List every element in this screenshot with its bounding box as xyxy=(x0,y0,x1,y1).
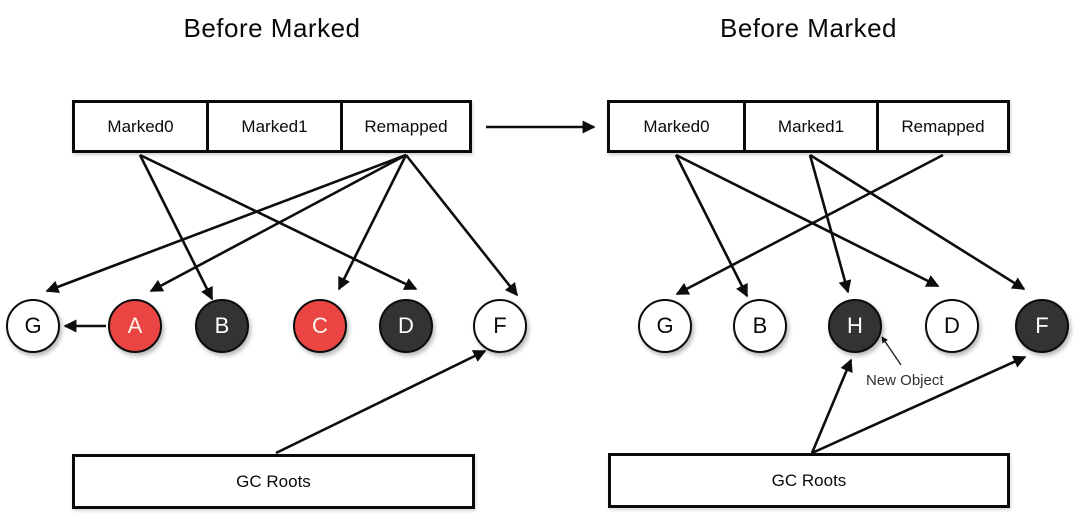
left-cell-remapped: Remapped xyxy=(340,103,469,150)
right-cell-marked0: Marked0 xyxy=(643,116,710,136)
node-d-left: D xyxy=(379,299,433,353)
edge-right-marked1-to-h xyxy=(808,154,852,294)
node-d-right: D xyxy=(925,299,979,353)
node-f-right: F xyxy=(1015,299,1069,353)
right-panel-title: Before Marked xyxy=(719,13,898,43)
left-gc-roots-box: GC Roots xyxy=(72,454,475,509)
node-c-left: C xyxy=(293,299,347,353)
edge-left-remapped-to-g xyxy=(45,153,407,294)
node-b-right: B xyxy=(733,299,787,353)
edge-left-remapped-to-c xyxy=(337,154,408,291)
node-g-left: G xyxy=(6,299,60,353)
node-f-left: F xyxy=(473,299,527,353)
node-g-right-label: G xyxy=(656,313,674,338)
node-h-right-label: H xyxy=(847,313,863,338)
new-object-annotation: New Object xyxy=(866,372,944,389)
right-pointer-box: Marked0 Marked1 Remapped xyxy=(607,100,1010,153)
right-cell-marked1: Marked1 xyxy=(743,103,876,150)
edge-left-marked0-to-d xyxy=(139,153,418,291)
node-a-left-label: A xyxy=(127,313,143,338)
left-pointer-box: Marked0 Marked1 Remapped xyxy=(72,100,472,153)
node-a-left: A xyxy=(108,299,162,353)
edge-left-gcroots-to-f xyxy=(275,349,487,455)
node-b-left-label: B xyxy=(214,313,230,338)
edge-left-marked0-to-b xyxy=(138,154,214,301)
right-cell-remapped: Remapped xyxy=(876,103,1007,150)
edge-right-remapped-to-g xyxy=(675,153,944,296)
node-g-right: G xyxy=(638,299,692,353)
left-cell-marked1: Marked1 xyxy=(206,103,340,150)
node-b-left: B xyxy=(195,299,249,353)
edge-annotation-to-h xyxy=(881,336,902,366)
left-gc-roots-label: GC Roots xyxy=(236,472,311,491)
node-f-left-label: F xyxy=(493,313,507,338)
edge-right-marked0-to-b xyxy=(674,154,749,298)
node-f-right-label: F xyxy=(1035,313,1049,338)
node-c-left-label: C xyxy=(312,313,328,338)
right-gc-roots-box: GC Roots xyxy=(608,453,1010,508)
left-panel-title: Before Marked xyxy=(183,13,361,43)
node-g-left-label: G xyxy=(24,313,42,338)
edge-right-marked0-to-d xyxy=(675,153,940,288)
edge-right-gcroots-to-h xyxy=(810,358,853,454)
edge-right-marked1-to-f xyxy=(809,153,1026,291)
node-b-right-label: B xyxy=(752,313,768,338)
edge-left-remapped-to-a xyxy=(149,153,407,293)
right-gc-roots-label: GC Roots xyxy=(771,471,847,490)
node-d-left-label: D xyxy=(398,313,414,338)
edge-left-remapped-to-f xyxy=(404,154,519,297)
node-d-right-label: D xyxy=(944,313,960,338)
node-h-right: H xyxy=(828,299,882,353)
left-cell-marked0: Marked0 xyxy=(107,116,174,136)
